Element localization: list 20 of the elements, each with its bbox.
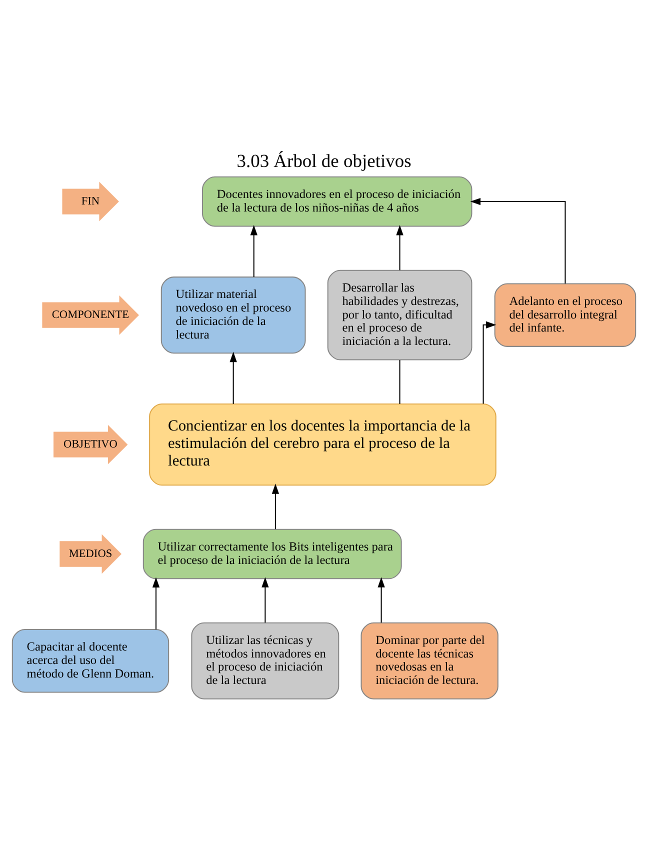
- node-box: Utilizar correctamente los Bits inteligentes para el proceso de la iniciación de la lectura: [142, 528, 402, 580]
- arrow: [230, 352, 237, 404]
- arrow: [482, 321, 496, 404]
- node-box: Adelanto en el proceso del desarrollo integral del infante.: [494, 283, 636, 347]
- arrow: [152, 577, 160, 630]
- node-box: Desarrollar las habilidades y destrezas, por lo tanto, dificultad en el proceso de iniciación a la lectura.: [327, 270, 472, 360]
- arrow: [250, 224, 258, 277]
- node-box: Utilizar material novedoso en el proceso de iniciación de la lectura: [160, 276, 306, 354]
- arrow: [378, 577, 385, 623]
- arrow: [470, 198, 566, 284]
- node-box: Docentes innovadores en el proceso de iniciación de la lectura de los niños-niñas de 4 años: [202, 176, 472, 227]
- diagram-title: 3.03 Árbol de objetivos: [236, 151, 412, 172]
- connector: [399, 360, 400, 404]
- arrow: [262, 577, 269, 623]
- node-box: Utilizar las técnicas y métodos innovadores en el proceso de iniciación de la lectura: [191, 622, 340, 700]
- node-box: Capacitar al docente acerca del uso del método de Glenn Doman.: [12, 629, 170, 693]
- node-box: Concientizar en los docentes la importancia de la estimulación del cerebro para el proceso de la lectura: [149, 403, 496, 486]
- node-box: Dominar por parte del docente las técnicas novedosas en la iniciación de lectura.: [360, 622, 498, 700]
- arrow: [272, 484, 280, 530]
- arrow: [396, 224, 404, 270]
